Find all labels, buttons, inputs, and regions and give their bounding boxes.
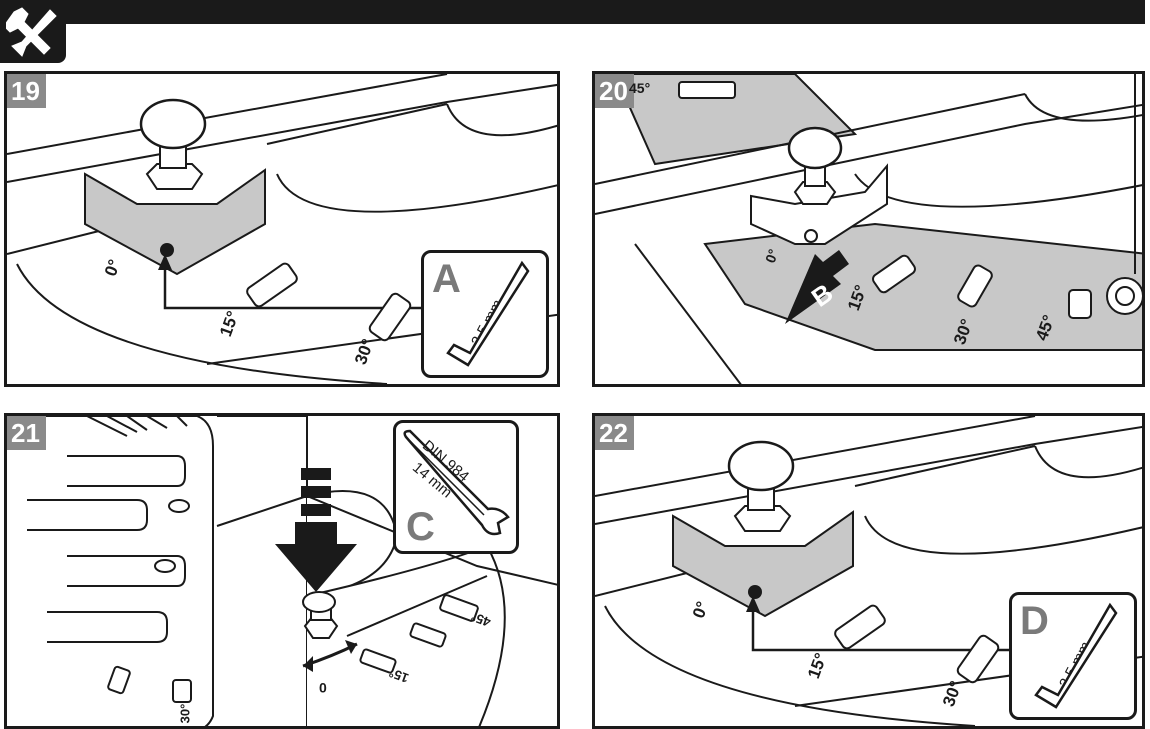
step-20-panel: 20 45° B 0° 15° 30° 45° (592, 71, 1145, 387)
direction-arrow (275, 522, 357, 592)
stop-block (672, 510, 854, 618)
callout-letter: D (1020, 599, 1049, 643)
callout-letter: A (432, 257, 461, 301)
step-22-illustration (595, 416, 1142, 726)
step-number: 19 (7, 74, 46, 108)
step-20-illustration (595, 74, 1142, 384)
tools-badge (0, 0, 66, 63)
scale-label: 45° (629, 80, 651, 96)
callout-letter: C (406, 505, 435, 549)
step-22-panel: 22 0° 15° 30° D 2,5 mm (592, 413, 1145, 729)
tools-icon (6, 7, 57, 57)
step-19-panel: 19 0° 15° 30° A 2,5 mm (4, 71, 560, 387)
step-number: 21 (7, 416, 46, 450)
wrench-icon (403, 429, 510, 536)
step-19-illustration (7, 74, 557, 384)
direction-arrow (785, 250, 849, 324)
tool-callout: DIN 984 14 mm C (393, 420, 519, 554)
step-number: 22 (595, 416, 634, 450)
angle-label-0: 0 (319, 680, 327, 696)
step-21-illustration (7, 416, 557, 726)
header-bar (0, 0, 1145, 24)
angle-label-30: 30° (177, 703, 193, 724)
hex-key-icon (446, 260, 530, 367)
tool-callout: A 2,5 mm (421, 250, 549, 378)
step-21-panel: 21 0 15° 30° 45° DIN 984 14 mm C (4, 413, 560, 729)
stop-block (84, 168, 266, 276)
hex-key-icon (1034, 602, 1118, 709)
step-number: 20 (595, 74, 634, 108)
tool-callout: D 2,5 mm (1009, 592, 1137, 720)
